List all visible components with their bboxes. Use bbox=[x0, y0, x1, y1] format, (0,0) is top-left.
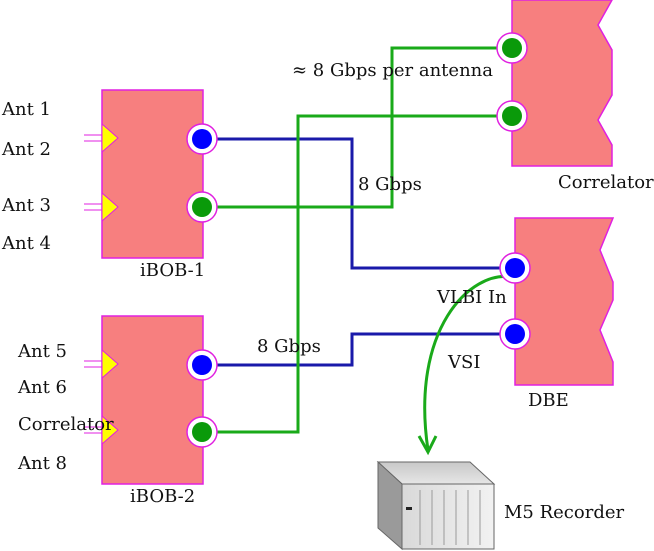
wires bbox=[202, 46, 515, 456]
label-correlator: Correlator bbox=[558, 172, 654, 193]
ibob2-box bbox=[101, 315, 204, 485]
ibob1-port-blue bbox=[192, 129, 212, 149]
correlator-port-bottom bbox=[502, 106, 522, 126]
m5-recorder-icon bbox=[376, 460, 496, 551]
ibob1-box bbox=[101, 89, 204, 259]
ibob1-block bbox=[84, 89, 218, 259]
label-m5-recorder: M5 Recorder bbox=[504, 502, 625, 523]
correlator-box bbox=[511, 0, 613, 167]
ibob2-port-green bbox=[192, 422, 212, 442]
dbe-block bbox=[499, 217, 615, 386]
ibob2-input-a-triangle bbox=[101, 348, 119, 380]
correlator-port-top bbox=[502, 38, 522, 58]
label-rate-per-antenna: ≈ 8 Gbps per antenna bbox=[292, 60, 493, 81]
recorder-drive-bays bbox=[419, 490, 481, 545]
ibob2-input-a bbox=[84, 360, 102, 368]
correlator-block bbox=[496, 0, 613, 167]
ibob2-block bbox=[84, 315, 218, 485]
label-ant1: Ant 1 bbox=[1, 99, 51, 120]
label-ant2: Ant 2 bbox=[1, 139, 51, 160]
label-ibob1: iBOB-1 bbox=[140, 260, 205, 281]
wire-ibob2-to-dbe-vsi bbox=[202, 332, 515, 367]
text-labels: Ant 1 Ant 2 Ant 3 Ant 4 iBOB-1 Ant 5 Ant… bbox=[1, 60, 654, 523]
ibob1-input-b-triangle bbox=[101, 191, 119, 223]
ibob2-input-b bbox=[84, 426, 102, 434]
ibob1-input-a bbox=[84, 134, 102, 142]
label-vsi: VSI bbox=[447, 352, 480, 373]
label-ant6: Ant 6 bbox=[17, 377, 67, 398]
recorder-front-face bbox=[401, 483, 495, 550]
ibob1-input-a-triangle bbox=[101, 122, 119, 154]
ibob1-input-b bbox=[84, 203, 102, 211]
ibob1-port-green bbox=[192, 197, 212, 217]
label-ant7: Correlator bbox=[18, 414, 114, 435]
label-ant5: Ant 5 bbox=[17, 341, 67, 362]
label-rate-ibob1: 8 Gbps bbox=[358, 174, 422, 195]
label-ant4: Ant 4 bbox=[1, 233, 51, 254]
ibob2-input-b-triangle bbox=[101, 414, 119, 446]
dbe-port-vsi bbox=[505, 324, 525, 344]
dbe-box bbox=[514, 217, 615, 386]
arrowhead-to-recorder bbox=[417, 435, 438, 456]
wire-ibob2-to-correlator bbox=[202, 114, 512, 434]
label-ant3: Ant 3 bbox=[1, 195, 51, 216]
label-ibob2: iBOB-2 bbox=[130, 486, 195, 507]
ibob2-port-blue bbox=[192, 355, 212, 375]
recorder-led bbox=[406, 507, 412, 510]
dbe-port-vlbi bbox=[505, 258, 525, 278]
label-rate-ibob2: 8 Gbps bbox=[257, 336, 321, 357]
wire-dbe-to-recorder bbox=[423, 274, 513, 451]
wire-ibob1-to-dbe-vlbi bbox=[202, 137, 515, 270]
label-vlbi-in: VLBI In bbox=[436, 287, 507, 308]
label-ant8: Ant 8 bbox=[17, 453, 67, 474]
label-dbe: DBE bbox=[528, 390, 569, 411]
